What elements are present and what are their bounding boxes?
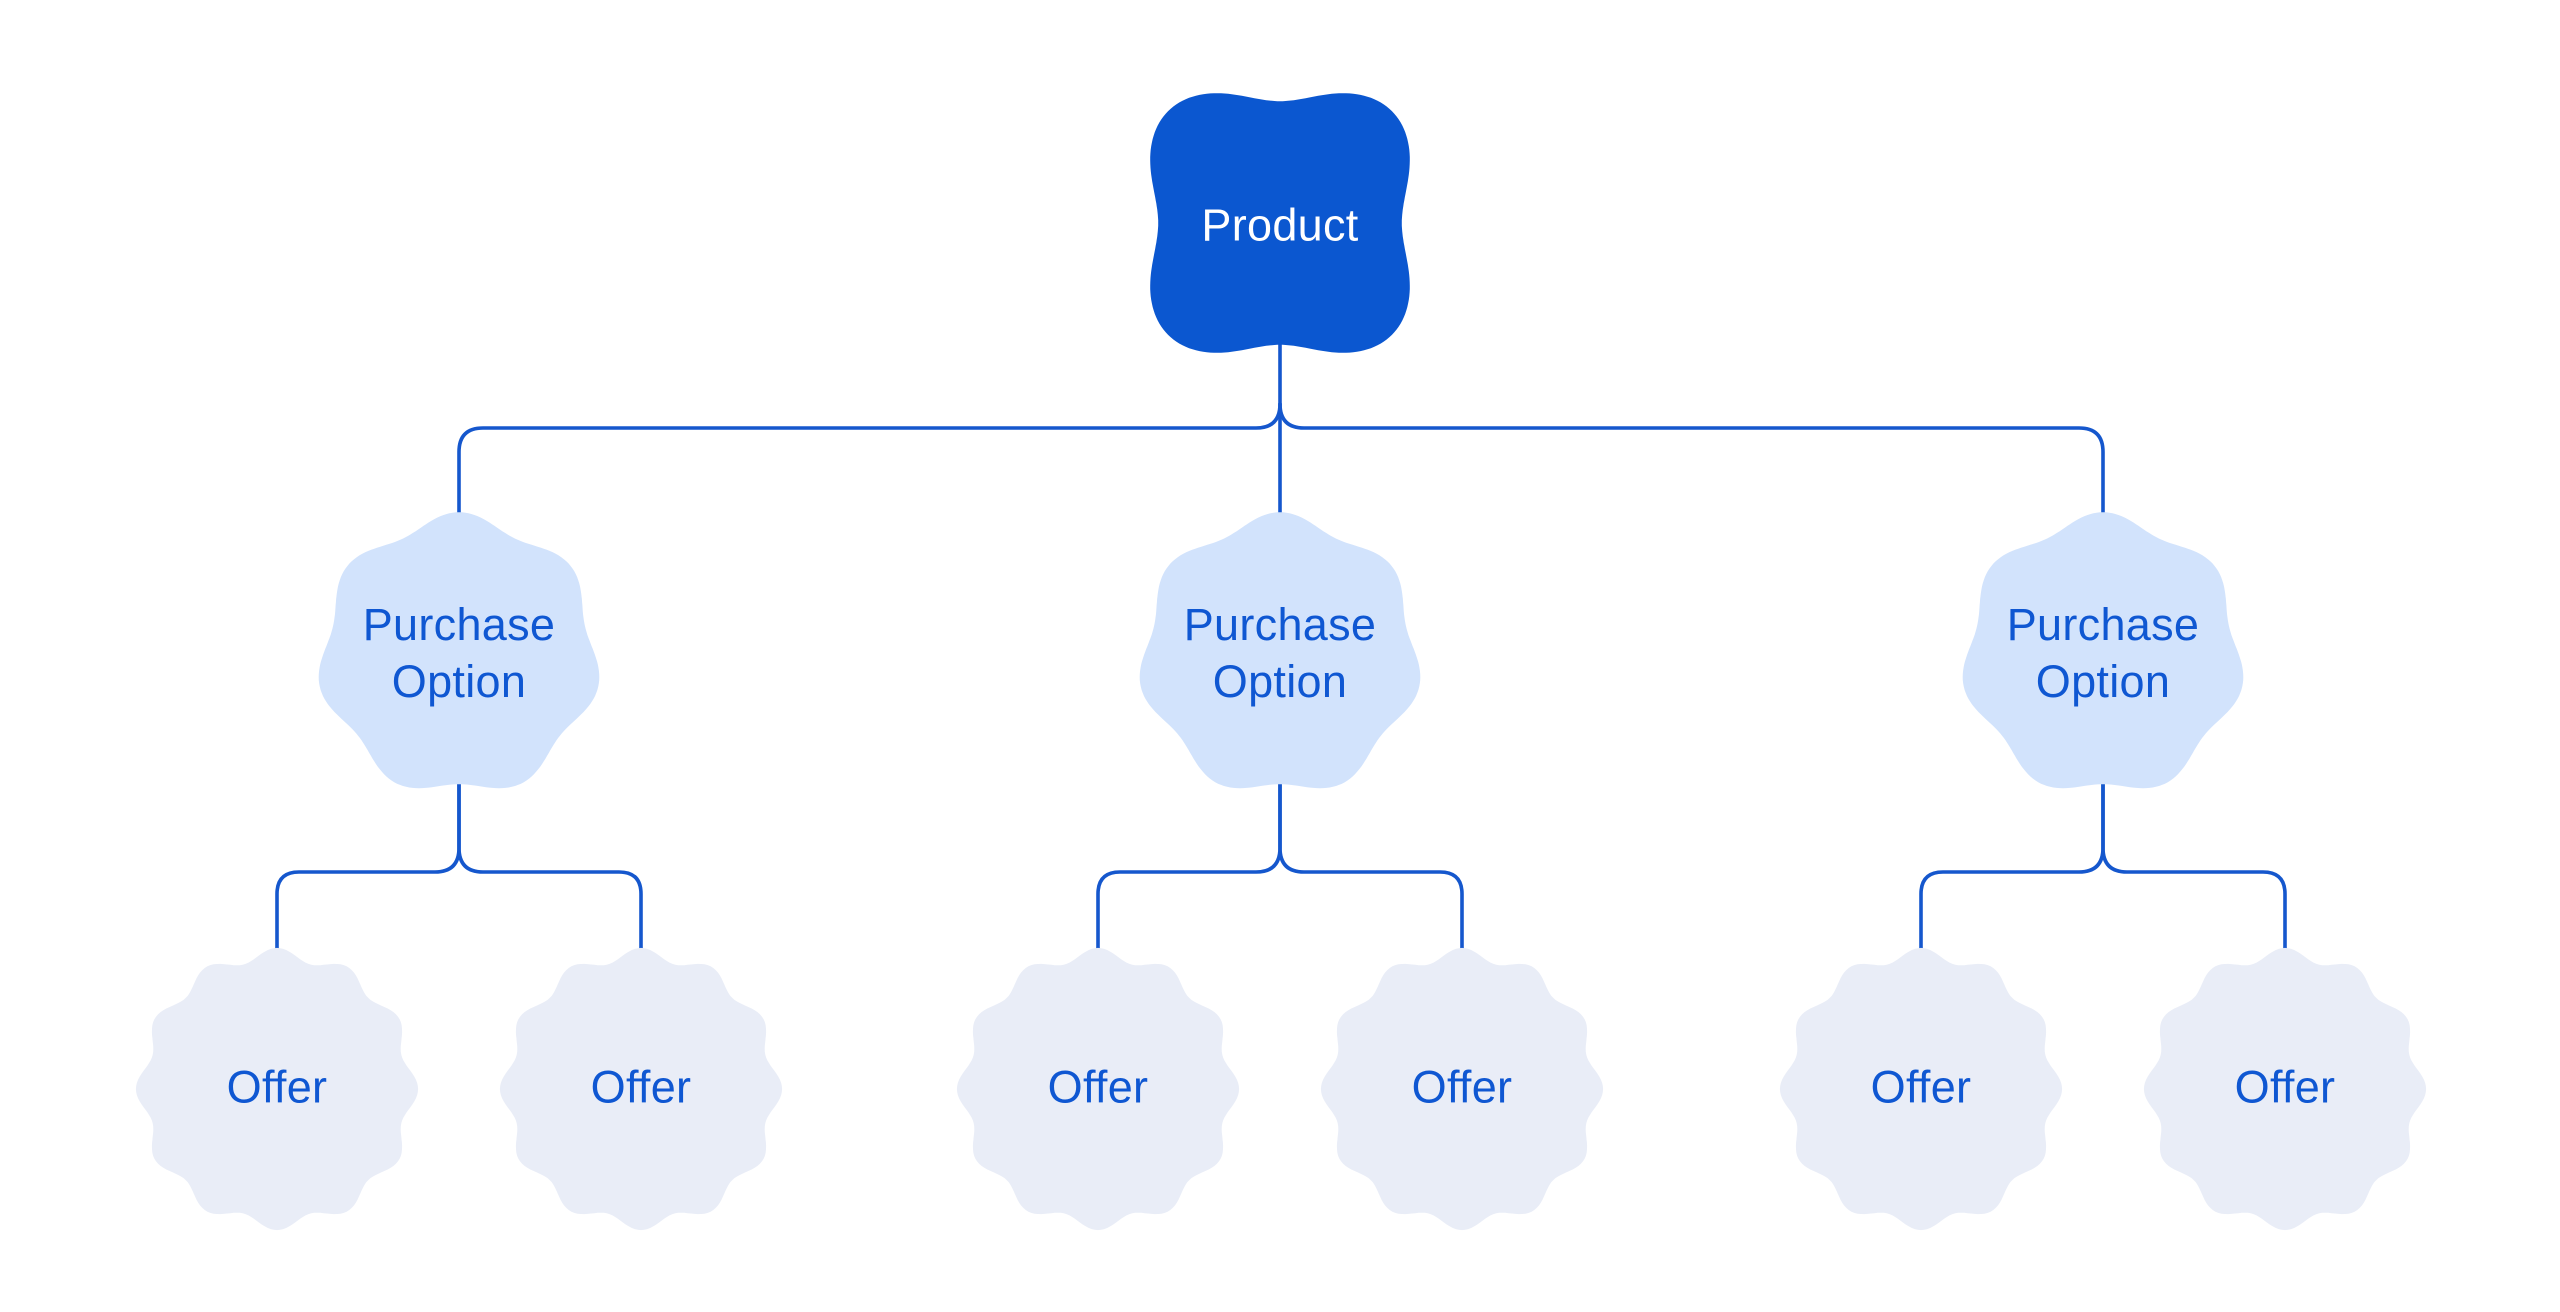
purchase-option-node-3-shape (1962, 512, 2244, 789)
connector-line (1278, 402, 2105, 518)
offer-node-4-label: Offer (1411, 1061, 1513, 1113)
offer-node-2-label: Offer (590, 1061, 692, 1113)
purchase-option-node-1-shape (318, 512, 600, 789)
offer-node-6-label: Offer (2234, 1061, 2336, 1113)
offer-node-2-shape (499, 947, 783, 1231)
offer-node-5-shape (1779, 947, 2063, 1231)
offer-node-6-shape (2143, 947, 2427, 1231)
offer-node-3-shape (956, 947, 1240, 1231)
purchase-option-node-3-label: Purchase Option (2006, 599, 2200, 707)
connector-line (457, 402, 1282, 518)
product-node-shape (1150, 93, 1410, 353)
connector-line (1278, 780, 1464, 952)
offer-node-3-label: Offer (1047, 1061, 1149, 1113)
connector-lines (275, 341, 2287, 952)
offer-node-4-shape (1320, 947, 1604, 1231)
offer-node-1-shape (135, 947, 419, 1231)
connector-line (457, 780, 643, 952)
purchase-option-node-1-label: Purchase Option (362, 599, 556, 707)
purchase-option-node-2-shape (1139, 512, 1421, 789)
offer-node-1-label: Offer (226, 1061, 328, 1113)
connector-line (2101, 780, 2287, 952)
connector-line (1919, 780, 2105, 952)
offer-node-5-label: Offer (1870, 1061, 1972, 1113)
purchase-option-node-2-label: Purchase Option (1183, 599, 1377, 707)
connector-line (1096, 780, 1282, 952)
connector-line (275, 780, 461, 952)
product-node-label: Product (1201, 199, 1359, 251)
